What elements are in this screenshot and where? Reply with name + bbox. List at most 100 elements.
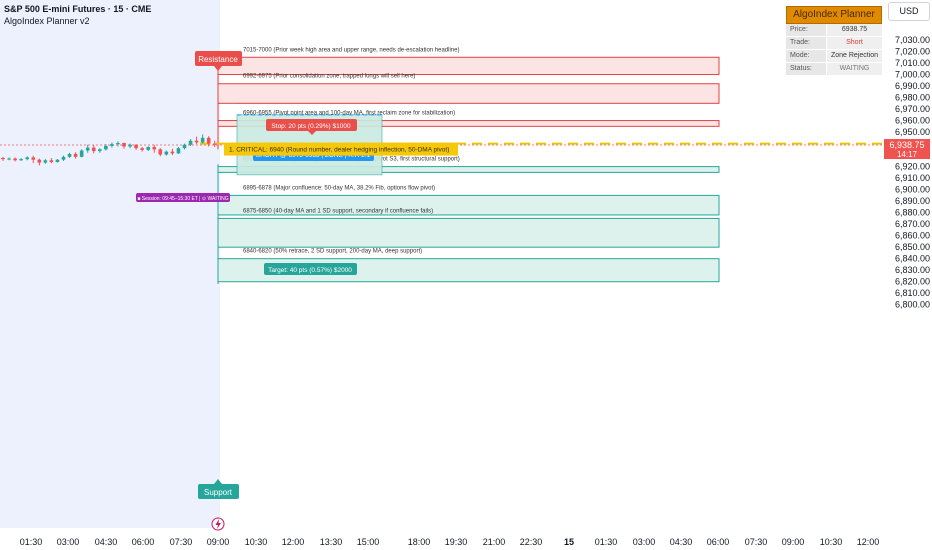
support-marker: Support	[198, 479, 239, 499]
resistance-zone-1	[217, 56, 720, 76]
resistance-marker-label: Resistance	[198, 55, 238, 64]
time-tick-label: 03:00	[57, 537, 80, 547]
candle-body	[122, 143, 126, 147]
panel-key: Status:	[786, 63, 826, 75]
panel-value: Short	[827, 37, 882, 49]
price-tick-label: 6,920.00	[895, 162, 930, 172]
price-tick-label: 6,960.00	[895, 116, 930, 126]
resistance-zone-2-label: 6992-6975 (Prior consolidation zone, tra…	[243, 74, 415, 80]
stop-label-bg	[266, 119, 357, 131]
price-tick-label: 6,830.00	[895, 265, 930, 275]
time-tick-label: 04:30	[670, 537, 693, 547]
candle-body	[140, 148, 144, 150]
stop-label-pointer	[308, 131, 316, 135]
time-tick-label: 19:30	[445, 537, 468, 547]
candle-body	[7, 158, 11, 160]
time-tick-label: 09:00	[207, 537, 230, 547]
target-label-bg	[264, 263, 357, 275]
candle-body	[200, 137, 205, 143]
time-tick-label: 13:30	[320, 537, 343, 547]
time-tick-label: 09:00	[782, 537, 805, 547]
support-zone-2-label: 6895-6878 (Major confluence: 50-day MA, …	[243, 185, 435, 191]
lightning-icon	[211, 517, 225, 531]
price-tag-countdown: 14:17	[897, 150, 918, 159]
price-tick-label: 6,950.00	[895, 127, 930, 137]
planner-panel: AlgoIndex Planner v2 Price:6938.75 Trade…	[786, 6, 882, 76]
time-tick-label: 01:30	[595, 537, 618, 547]
time-tick-label: 04:30	[95, 537, 118, 547]
candle-body	[158, 149, 163, 155]
candle-body	[49, 160, 54, 163]
price-tick-label: 6,870.00	[895, 219, 930, 229]
support-zone-3-label: 6875-6850 (40-day MA and 1 SD support, s…	[243, 208, 433, 214]
price-tick-label: 6,990.00	[895, 81, 930, 91]
candle-body	[206, 137, 211, 144]
candle-body	[110, 144, 114, 146]
candle-body	[43, 160, 48, 163]
price-tag-value: 6,938.75	[889, 140, 924, 150]
candle-body	[25, 157, 29, 160]
resistance-zone-2	[217, 83, 720, 104]
critical-label: 1. CRITICAL: 6940 (Round number, dealer …	[229, 147, 449, 154]
indicator-title: AlgoIndex Planner v2	[4, 16, 90, 26]
stop-label: Stop: 20 pts (0.29%) $1000	[271, 123, 351, 130]
time-tick-label: 18:00	[408, 537, 431, 547]
panel-value: Zone Rejection	[827, 50, 882, 62]
candle-body	[194, 140, 199, 143]
candle-body	[37, 159, 42, 163]
candle-body	[55, 159, 60, 163]
panel-value: WAITING	[827, 63, 882, 75]
candle-body	[116, 143, 120, 145]
time-tick-label: 22:30	[520, 537, 543, 547]
candle-body	[134, 144, 138, 149]
panel-key: Price:	[786, 24, 826, 36]
candle-body	[85, 147, 90, 151]
candle-body	[73, 153, 78, 157]
support-zone-4-label: 6840-6820 (50% retrace, 2 SD support, 20…	[243, 249, 422, 255]
candle-body	[31, 157, 36, 160]
lightning-icon-bolt	[215, 519, 221, 529]
time-tick-label: 15	[564, 537, 574, 547]
panel-key: Trade:	[786, 37, 826, 49]
panel-key: Mode:	[786, 50, 826, 62]
candle-body	[170, 151, 175, 154]
price-tick-label: 6,980.00	[895, 93, 930, 103]
resistance-marker: Resistance	[195, 51, 242, 71]
time-tick-label: 15:00	[357, 537, 380, 547]
resistance-marker-pointer	[214, 66, 222, 71]
panel-row-trade: Trade:Short	[786, 37, 882, 50]
price-tick-label: 6,910.00	[895, 173, 930, 183]
candle-body	[188, 140, 193, 145]
price-tick-label: 7,030.00	[895, 35, 930, 45]
support-marker-label: Support	[204, 488, 233, 497]
resistance-marker-bg	[195, 51, 242, 66]
candle-body	[1, 157, 5, 160]
candle-body	[98, 149, 102, 152]
time-tick-label: 12:00	[857, 537, 880, 547]
currency-button[interactable]: USD	[888, 2, 930, 21]
price-tick-label: 6,900.00	[895, 185, 930, 195]
price-tick-label: 6,840.00	[895, 254, 930, 264]
target-label: Target: 40 pts (0.57%) $2000	[268, 267, 352, 274]
price-tick-label: 6,860.00	[895, 231, 930, 241]
resistance-zone-3-label: 6960-6955 (Pivot point area and 100-day …	[243, 111, 455, 117]
candle-body	[13, 158, 17, 161]
panel-row-mode: Mode:Zone Rejection	[786, 50, 882, 63]
support-zone-3	[217, 217, 720, 248]
price-tick-label: 6,970.00	[895, 104, 930, 114]
session-background	[0, 0, 220, 528]
panel-row-price: Price:6938.75	[786, 24, 882, 37]
time-tick-label: 10:30	[820, 537, 843, 547]
time-tick-label: 12:00	[282, 537, 305, 547]
time-tick-label: 06:00	[707, 537, 730, 547]
time-tick-label: 10:30	[245, 537, 268, 547]
panel-value: 6938.75	[827, 24, 882, 36]
candle-body	[104, 145, 108, 150]
candle-body	[67, 153, 72, 157]
candle-body	[146, 147, 150, 150]
candle-body	[164, 151, 169, 155]
panel-row-status: Status:WAITING	[786, 63, 882, 76]
session-badge-label: ■ Session: 09:45–15:30 ET | ⊙ WAITING	[137, 196, 228, 202]
price-tick-label: 6,880.00	[895, 208, 930, 218]
